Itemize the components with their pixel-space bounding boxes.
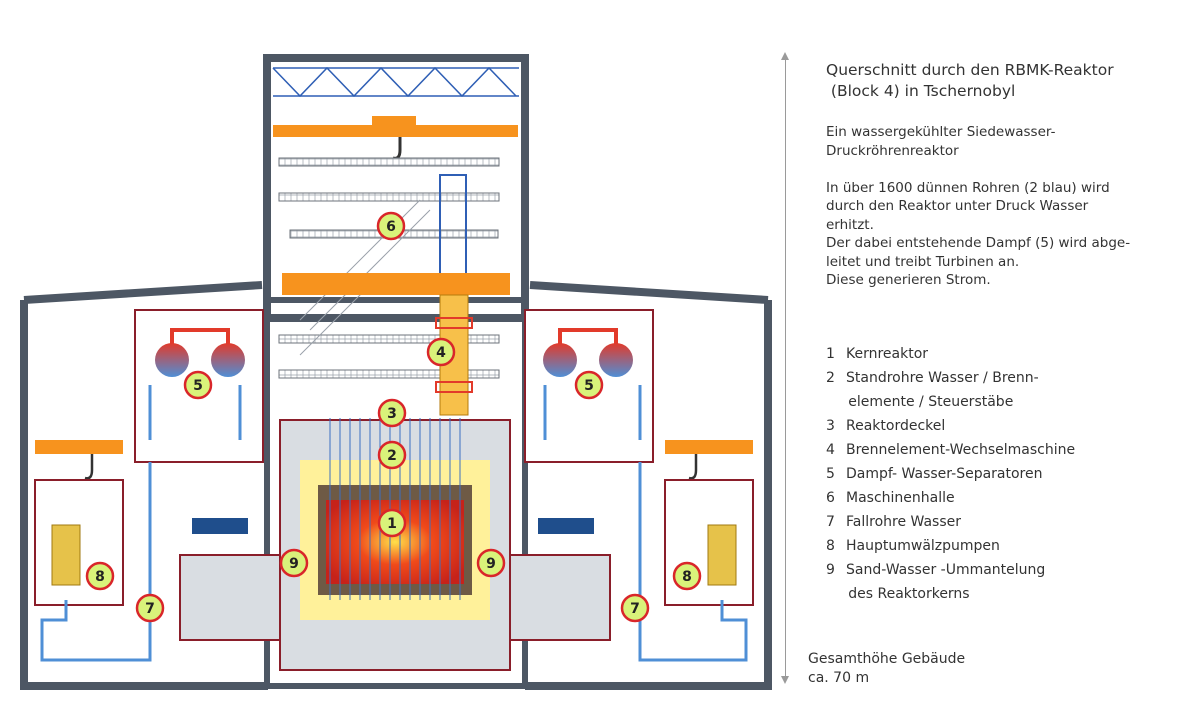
marker-6: 6 [376,211,406,241]
marker-8-right-label: 8 [682,569,692,585]
legend-list: 1 Kernreaktor 2 Standrohre Wasser / Brenn-… [826,342,1075,606]
legend-item-text: Standrohre Wasser / Brenn- elemente / St… [846,370,1039,410]
marker-8-right: 8 [672,561,702,591]
marker-3: 3 [377,398,407,428]
description-text: Ein wassergekühlter Siedewasser- Druckrö… [826,124,1131,288]
downcomers [148,462,642,600]
legend-item-text: Maschinenhalle [846,490,955,506]
side-crane-left [35,440,123,480]
marker-7-left: 7 [135,593,165,623]
marker-6-label: 6 [386,219,396,235]
marker-5-left: 5 [183,370,213,400]
legend-item-text: Dampf- Wasser-Separatoren [846,466,1043,482]
marker-7-left-label: 7 [145,601,155,617]
legend-item: 6 Maschinenhalle [826,486,1075,510]
page-title: Querschnitt durch den RBMK-Reaktor (Bloc… [826,61,1114,100]
marker-5-left-label: 5 [193,378,203,394]
number-markers: 1 2 3 4 5 5 6 7 7 8 8 9 9 [85,211,702,623]
marker-4-label: 4 [436,345,446,361]
legend-item-number: 3 [826,418,835,434]
legend-item-number: 1 [826,346,835,362]
outer-wall-right [525,300,772,690]
reactor-cross-section-diagram: 1 2 3 4 5 5 6 7 7 8 8 9 9 [20,54,772,690]
roof-left [23,281,263,304]
marker-2: 2 [377,440,407,470]
marker-8-left: 8 [85,561,115,591]
legend-item-number: 2 [826,370,835,386]
marker-4: 4 [426,337,456,367]
outer-wall-left [20,300,268,690]
building-height-label: Gesamthöhe Gebäude ca. 70 m [808,651,966,686]
legend-item-text: Reaktordeckel [846,418,946,434]
marker-9-left: 9 [279,548,309,578]
marker-9-left-label: 9 [289,556,299,572]
legend-item: 4 Brennelement-Wechselmaschine [826,438,1075,462]
marker-1: 1 [377,508,407,538]
legend-item: 9 Sand-Wasser -Ummantelung des Reaktorker… [826,558,1075,606]
marker-2-label: 2 [387,448,397,464]
legend-item: 1 Kernreaktor [826,342,1075,366]
marker-9-right: 9 [476,548,506,578]
machine-hall-wall [263,54,529,322]
legend-item: 2 Standrohre Wasser / Brenn- elemente / S… [826,366,1075,414]
legend-item-text: Kernreaktor [846,346,929,362]
height-dimension-line [785,58,786,678]
marker-1-label: 1 [387,516,397,532]
marker-5-right: 5 [574,370,604,400]
side-crane-right [665,440,753,480]
reactor-hall [264,297,528,689]
marker-5-right-label: 5 [584,378,594,394]
marker-3-label: 3 [387,406,397,422]
marker-8-left-label: 8 [95,569,105,585]
marker-7-right: 7 [620,593,650,623]
legend-item-number: 5 [826,466,835,482]
legend-item-number: 9 [826,562,835,578]
drum-separators-coolant [192,518,594,534]
main-crane [273,116,518,160]
legend-item: 7 Fallrohre Wasser [826,510,1075,534]
legend-item-number: 4 [826,442,835,458]
legend-item-number: 6 [826,490,835,506]
legend-item: 8 Hauptumwälzpumpen [826,534,1075,558]
height-arrow-up [781,52,789,60]
roof-right [529,281,769,304]
legend-item-number: 7 [826,514,835,530]
roof-truss [272,66,519,98]
legend-item-text: Hauptumwälzpumpen [846,538,1000,554]
legend-item-text: Fallrohre Wasser [846,514,962,530]
marker-9-right-label: 9 [486,556,496,572]
legend-item-text: Brennelement-Wechselmaschine [846,442,1076,458]
refuelling-machine [282,174,510,416]
legend-item-text: Sand-Wasser -Ummantelung des Reaktorkern… [846,562,1046,602]
legend-item: 5 Dampf- Wasser-Separatoren [826,462,1075,486]
marker-7-right-label: 7 [630,601,640,617]
legend-item: 3 Reaktordeckel [826,414,1075,438]
building-outline [20,54,772,690]
legend-item-number: 8 [826,538,835,554]
height-arrow-down [781,676,789,684]
